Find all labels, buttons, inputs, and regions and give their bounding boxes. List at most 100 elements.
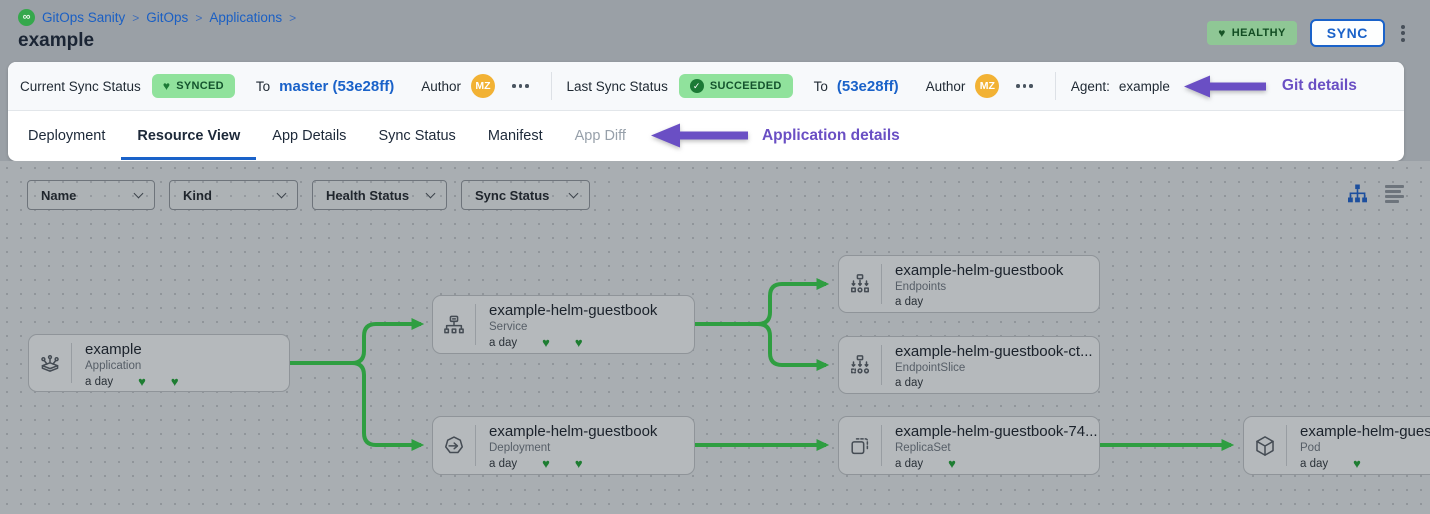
breadcrumb-gitops-sanity[interactable]: GitOps Sanity (42, 10, 126, 25)
breadcrumb-separator: > (195, 10, 203, 25)
breadcrumb-applications[interactable]: Applications (209, 10, 283, 25)
synced-badge-label: SYNCED (176, 80, 224, 92)
node-kind: EndpointSlice (895, 362, 966, 374)
node-name: example (85, 341, 142, 358)
filter-sync-status[interactable]: Sync Status (461, 180, 590, 210)
breadcrumb: ∞ GitOps Sanity > GitOps > Applications … (18, 9, 296, 26)
author-label: Author (925, 78, 966, 94)
kebab-menu-icon[interactable] (1398, 22, 1408, 45)
filter-name[interactable]: Name (27, 180, 155, 210)
node-age: a day (895, 457, 924, 470)
health-heart-icon: ♥ (138, 374, 146, 389)
health-heart-icon: ♥ (948, 456, 956, 471)
ellipsis-menu-icon[interactable] (1014, 80, 1035, 92)
chevron-down-icon (133, 188, 144, 199)
to-label: To (813, 78, 828, 94)
node-name: example-helm-guestbook-74... (895, 423, 1098, 440)
endpointslice-icon (839, 345, 882, 385)
node-age: a day (489, 457, 518, 470)
node-kind: Service (489, 321, 528, 333)
filter-kind-label: Kind (183, 187, 212, 203)
chevron-down-icon (425, 188, 436, 199)
node-kind: Deployment (489, 442, 551, 454)
author-avatar: MZ (975, 74, 1000, 98)
tab-resource-view[interactable]: Resource View (121, 111, 257, 160)
node-name: example-helm-guestbook (489, 423, 658, 440)
current-sync-status-label: Current Sync Status (20, 78, 141, 94)
node-application-example[interactable]: example Application a day♥♥ (28, 334, 290, 392)
node-age: a day (489, 336, 518, 349)
chevron-down-icon (276, 188, 287, 199)
node-age: a day (1300, 457, 1329, 470)
node-age: a day (895, 377, 924, 389)
node-name: example-helm-guestbook (489, 302, 658, 319)
list-view-icon[interactable] (1385, 184, 1404, 204)
git-details-annotation: Git details (1281, 77, 1357, 94)
node-endpointslice-example-helm-guestbook-ct[interactable]: example-helm-guestbook-ct... EndpointSli… (838, 336, 1100, 394)
filter-sync-status-label: Sync Status (475, 187, 550, 203)
heart-icon: ♥ (162, 79, 171, 93)
tab-deployment[interactable]: Deployment (28, 127, 106, 144)
header-actions: ♥ HEALTHY SYNC (1207, 19, 1408, 47)
filter-name-label: Name (41, 187, 77, 203)
tab-app-details[interactable]: App Details (272, 127, 347, 144)
heart-icon: ♥ (1218, 26, 1226, 40)
ellipsis-menu-icon[interactable] (510, 80, 531, 92)
replicaset-icon (839, 425, 882, 466)
health-badge-label: HEALTHY (1231, 27, 1286, 39)
agent-value: example (1118, 78, 1170, 94)
last-sync-status-label: Last Sync Status (566, 78, 668, 94)
chevron-down-icon (568, 188, 579, 199)
node-service-example-helm-guestbook[interactable]: example-helm-guestbook Service a day ♥ ♥ (432, 295, 695, 354)
to-label: To (255, 78, 271, 94)
gitops-logo-icon: ∞ (18, 9, 35, 26)
succeeded-status-badge: ✓ SUCCEEDED (678, 74, 793, 98)
last-commit-link[interactable]: (53e28ff) (836, 77, 899, 95)
tab-app-diff[interactable]: App Diff (574, 127, 626, 144)
health-heart-icon: ♥ (574, 335, 583, 350)
health-status-badge: ♥ HEALTHY (1207, 21, 1297, 45)
application-icon (29, 343, 72, 383)
agent-label: Agent: (1070, 78, 1110, 94)
node-pod-example-helm-guestbook[interactable]: example-helm-guest Pod a day ♥ (1243, 416, 1430, 475)
filter-health-status[interactable]: Health Status (312, 180, 447, 210)
node-name: example-helm-guestbook (895, 262, 1064, 279)
node-deployment-example-helm-guestbook[interactable]: example-helm-guestbook Deployment a day ♥… (432, 416, 695, 475)
sync-button[interactable]: SYNC (1309, 19, 1385, 47)
succeeded-badge-label: SUCCEEDED (709, 80, 782, 92)
endpoints-icon (839, 264, 882, 304)
node-replicaset-example-helm-guestbook-74[interactable]: example-helm-guestbook-74... ReplicaSet … (838, 416, 1100, 475)
node-kind: ReplicaSet (895, 442, 951, 454)
application-details-annotation-arrow-icon (650, 123, 748, 148)
author-label: Author (421, 78, 462, 94)
node-kind: Endpoints (895, 281, 947, 293)
app-tabs: Deployment Resource View App Details Syn… (8, 111, 1404, 160)
node-endpoints-example-helm-guestbook[interactable]: example-helm-guestbook Endpoints a day (838, 255, 1100, 313)
breadcrumb-separator: > (289, 10, 297, 25)
node-kind: Pod (1300, 442, 1321, 454)
filter-kind[interactable]: Kind (169, 180, 298, 210)
divider (1054, 72, 1056, 100)
node-name: example-helm-guestbook-ct... (895, 343, 1093, 360)
synced-status-badge: ♥ SYNCED (151, 74, 235, 98)
check-circle-icon: ✓ (689, 79, 704, 93)
app-status-panel: Current Sync Status ♥ SYNCED To master (… (8, 62, 1404, 161)
pod-icon (1244, 425, 1287, 466)
node-age: a day (895, 296, 924, 308)
tab-manifest[interactable]: Manifest (487, 127, 543, 144)
service-icon (433, 304, 476, 345)
node-name: example-helm-guest (1300, 423, 1430, 440)
health-heart-icon: ♥ (1353, 456, 1361, 471)
health-heart-icon: ♥ (542, 456, 550, 471)
health-heart-icon: ♥ (170, 374, 179, 389)
git-details-annotation-arrow-icon (1183, 75, 1266, 97)
current-commit-link[interactable]: master (53e28ff) (279, 77, 395, 95)
health-heart-icon: ♥ (574, 456, 583, 471)
author-avatar: MZ (471, 74, 496, 98)
health-heart-icon: ♥ (542, 335, 550, 350)
breadcrumb-gitops[interactable]: GitOps (146, 10, 189, 25)
tree-view-icon[interactable] (1347, 184, 1368, 204)
tab-sync-status[interactable]: Sync Status (378, 127, 456, 144)
node-kind: Application (85, 360, 142, 372)
